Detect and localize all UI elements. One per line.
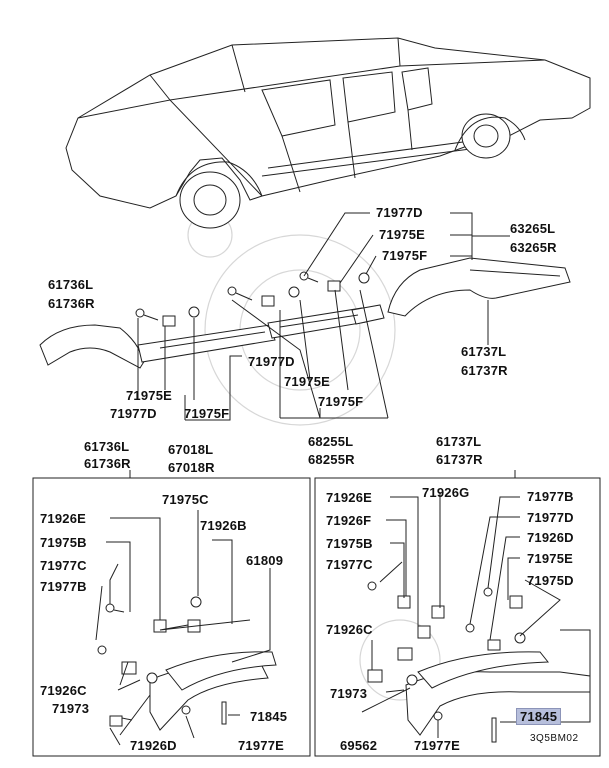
label-b1-61809: 61809 <box>246 553 284 568</box>
label-63265l: 63265L <box>510 221 556 236</box>
label-b2-71926d: 71926D <box>527 530 574 545</box>
label-61737r-box: 61737R <box>436 452 483 467</box>
label-b1-71845: 71845 <box>250 709 288 724</box>
label-b2-71975d: 71975D <box>527 573 574 588</box>
left-box-parts <box>95 510 277 746</box>
label-61736l-box: 61736L <box>84 439 130 454</box>
label-b2-71926c: 71926C <box>326 622 373 637</box>
label-67018r: 67018R <box>168 460 215 475</box>
label-b2-69562: 69562 <box>340 738 378 753</box>
label-61737l-top: 61737L <box>461 344 507 359</box>
label-b1-71975b: 71975B <box>40 535 87 550</box>
label-b2-71977e: 71977E <box>414 738 461 753</box>
label-63265r: 63265R <box>510 240 557 255</box>
label-68255l: 68255L <box>308 434 354 449</box>
label-71975e-top: 71975E <box>379 227 426 242</box>
label-61737r-top: 61737R <box>461 363 508 378</box>
label-71975f-top: 71975F <box>382 248 428 263</box>
label-71975e-mid: 71975E <box>284 374 331 389</box>
watermark <box>187 212 441 701</box>
label-b2-71845-highlighted[interactable]: 71845 <box>516 708 562 725</box>
label-71975f-mid: 71975F <box>318 394 364 409</box>
label-b1-71973: 71973 <box>52 701 90 716</box>
upper-molding-assembly <box>39 257 571 369</box>
label-b2-71926e: 71926E <box>326 490 373 505</box>
label-b2-71977c: 71977C <box>326 557 373 572</box>
label-b2-71926g: 71926G <box>422 485 470 500</box>
right-detail-box <box>314 477 601 757</box>
label-b2-71975e: 71975E <box>527 551 574 566</box>
label-71977d-mid: 71977D <box>248 354 295 369</box>
right-box-parts <box>361 492 591 743</box>
label-b1-71975c: 71975C <box>162 492 209 507</box>
label-61737l-box: 61737L <box>436 434 482 449</box>
label-b1-71977c: 71977C <box>40 558 87 573</box>
label-b1-71926b: 71926B <box>200 518 247 533</box>
label-61736r-box: 61736R <box>84 456 131 471</box>
label-b1-71926e: 71926E <box>40 511 87 526</box>
label-b1-71977e: 71977E <box>238 738 285 753</box>
label-b2-71926f: 71926F <box>326 513 372 528</box>
label-71975e-left: 71975E <box>126 388 173 403</box>
label-71975f-left: 71975F <box>184 406 230 421</box>
truck-illustration <box>65 37 591 229</box>
label-b1-71926c: 71926C <box>40 683 87 698</box>
label-b2-71977b: 71977B <box>527 489 574 504</box>
label-61736r-top: 61736R <box>48 296 95 311</box>
label-b2-71977d: 71977D <box>527 510 574 525</box>
label-b1-71977b: 71977B <box>40 579 87 594</box>
label-67018l: 67018L <box>168 442 214 457</box>
upper-leader-lines <box>137 212 510 421</box>
label-71977d-top: 71977D <box>376 205 423 220</box>
label-61736l-top: 61736L <box>48 277 94 292</box>
label-71977d-left: 71977D <box>110 406 157 421</box>
label-b1-71926d: 71926D <box>130 738 177 753</box>
label-b2-71975b: 71975B <box>326 536 373 551</box>
label-68255r: 68255R <box>308 452 355 467</box>
left-detail-box <box>32 477 311 757</box>
diagram-code: 3Q5BM02 <box>530 733 579 744</box>
label-b2-71973: 71973 <box>330 686 368 701</box>
